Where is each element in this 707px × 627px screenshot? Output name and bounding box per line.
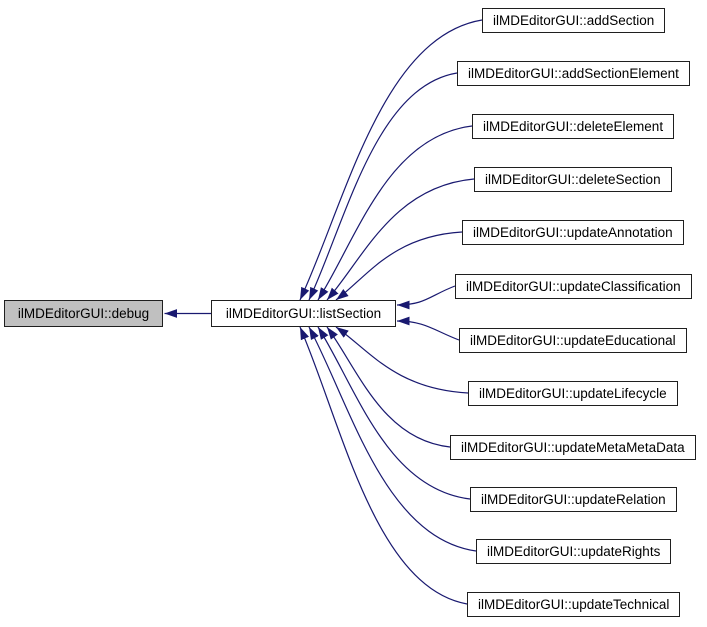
node-debug: ilMDEditorGUI::debug xyxy=(4,300,163,327)
edge-caller-5-to-listSection xyxy=(396,285,456,310)
edge-caller-6-to-listSection xyxy=(396,316,460,341)
edge-caller-10-to-listSection xyxy=(308,326,477,552)
node-listSection[interactable]: ilMDEditorGUI::listSection xyxy=(211,300,396,327)
edge-caller-0-to-listSection xyxy=(299,19,483,301)
node-updateAnnotation[interactable]: ilMDEditorGUI::updateAnnotation xyxy=(462,220,684,245)
node-label: ilMDEditorGUI::updateRelation xyxy=(481,492,666,507)
node-updateRelation[interactable]: ilMDEditorGUI::updateRelation xyxy=(470,487,677,512)
node-label: ilMDEditorGUI::updateMetaMetaData xyxy=(461,440,685,455)
edge-caller-9-to-listSection xyxy=(317,326,471,500)
node-updateTechnical[interactable]: ilMDEditorGUI::updateTechnical xyxy=(467,592,681,617)
edge-caller-8-to-listSection xyxy=(326,326,451,448)
edge-caller-7-to-listSection xyxy=(335,326,469,394)
node-label: ilMDEditorGUI::updateRights xyxy=(487,544,661,559)
node-label: ilMDEditorGUI::updateClassification xyxy=(466,279,681,294)
edge-caller-4-to-listSection xyxy=(335,231,463,301)
node-label: ilMDEditorGUI::updateEducational xyxy=(470,333,676,348)
node-label: ilMDEditorGUI::updateAnnotation xyxy=(473,225,673,240)
node-deleteElement[interactable]: ilMDEditorGUI::deleteElement xyxy=(472,114,675,139)
node-label: ilMDEditorGUI::debug xyxy=(17,306,150,321)
edge-caller-3-to-listSection xyxy=(326,178,475,301)
node-label: ilMDEditorGUI::updateTechnical xyxy=(478,597,670,612)
node-updateLifecycle[interactable]: ilMDEditorGUI::updateLifecycle xyxy=(468,381,678,406)
node-addSectionElement[interactable]: ilMDEditorGUI::addSectionElement xyxy=(457,61,690,86)
node-label: ilMDEditorGUI::addSectionElement xyxy=(468,66,679,81)
edge-caller-2-to-listSection xyxy=(317,125,473,301)
node-label: ilMDEditorGUI::deleteElement xyxy=(483,119,664,134)
node-updateClassification[interactable]: ilMDEditorGUI::updateClassification xyxy=(455,274,692,299)
node-label: ilMDEditorGUI::listSection xyxy=(225,306,382,321)
node-label: ilMDEditorGUI::deleteSection xyxy=(485,172,661,187)
node-updateRights[interactable]: ilMDEditorGUI::updateRights xyxy=(476,539,672,564)
node-updateEducational[interactable]: ilMDEditorGUI::updateEducational xyxy=(459,328,687,353)
edge-caller-1-to-listSection xyxy=(308,72,458,301)
node-addSection[interactable]: ilMDEditorGUI::addSection xyxy=(482,8,666,33)
node-label: ilMDEditorGUI::updateLifecycle xyxy=(479,386,667,401)
node-label: ilMDEditorGUI::addSection xyxy=(493,13,655,28)
node-updateMetaMetaData[interactable]: ilMDEditorGUI::updateMetaMetaData xyxy=(450,435,696,460)
node-deleteSection[interactable]: ilMDEditorGUI::deleteSection xyxy=(474,167,672,192)
edge-caller-11-to-listSection xyxy=(299,326,468,605)
